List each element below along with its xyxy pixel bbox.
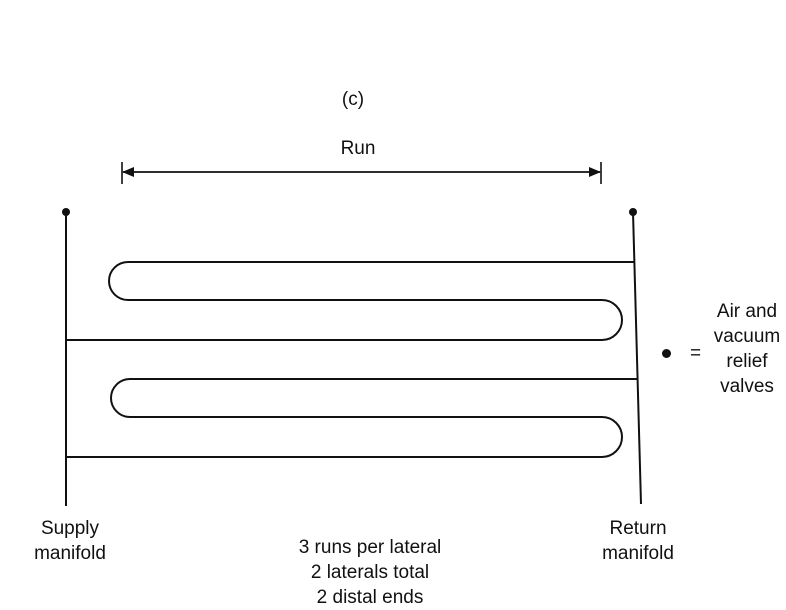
supply-manifold-label: Supply manifold	[20, 516, 120, 566]
supply-label-line1: Supply	[40, 518, 100, 539]
legend-line-2: vacuum	[713, 326, 781, 347]
summary-text: 3 runs per lateral 2 laterals total 2 di…	[270, 535, 470, 610]
return-label-line2: manifold	[602, 543, 674, 564]
return-manifold-pipe	[632, 211, 642, 505]
supply-relief-valve-dot	[62, 208, 70, 216]
return-manifold	[629, 208, 642, 505]
run-label: Run	[340, 138, 376, 159]
lateral-2	[66, 378, 637, 458]
supply-manifold	[62, 208, 70, 506]
summary-line-2: 2 laterals total	[310, 562, 430, 583]
legend-line-3: relief	[726, 351, 768, 372]
panel-label: (c)	[341, 89, 365, 110]
return-manifold-label: Return manifold	[588, 516, 688, 566]
legend-equals: =	[690, 343, 702, 364]
summary-line-3: 2 distal ends	[316, 587, 424, 608]
return-label-line1: Return	[609, 518, 667, 539]
legend-line-4: valves	[720, 376, 774, 397]
return-relief-valve-dot	[629, 208, 637, 216]
legend-line-1: Air and	[716, 301, 778, 322]
supply-label-line2: manifold	[34, 543, 106, 564]
summary-line-1: 3 runs per lateral	[298, 537, 442, 558]
run-dimension	[121, 162, 602, 184]
legend-valve-dot-icon	[662, 349, 671, 358]
legend-text: Air and vacuum relief valves	[708, 299, 786, 399]
lateral-1	[66, 261, 634, 341]
